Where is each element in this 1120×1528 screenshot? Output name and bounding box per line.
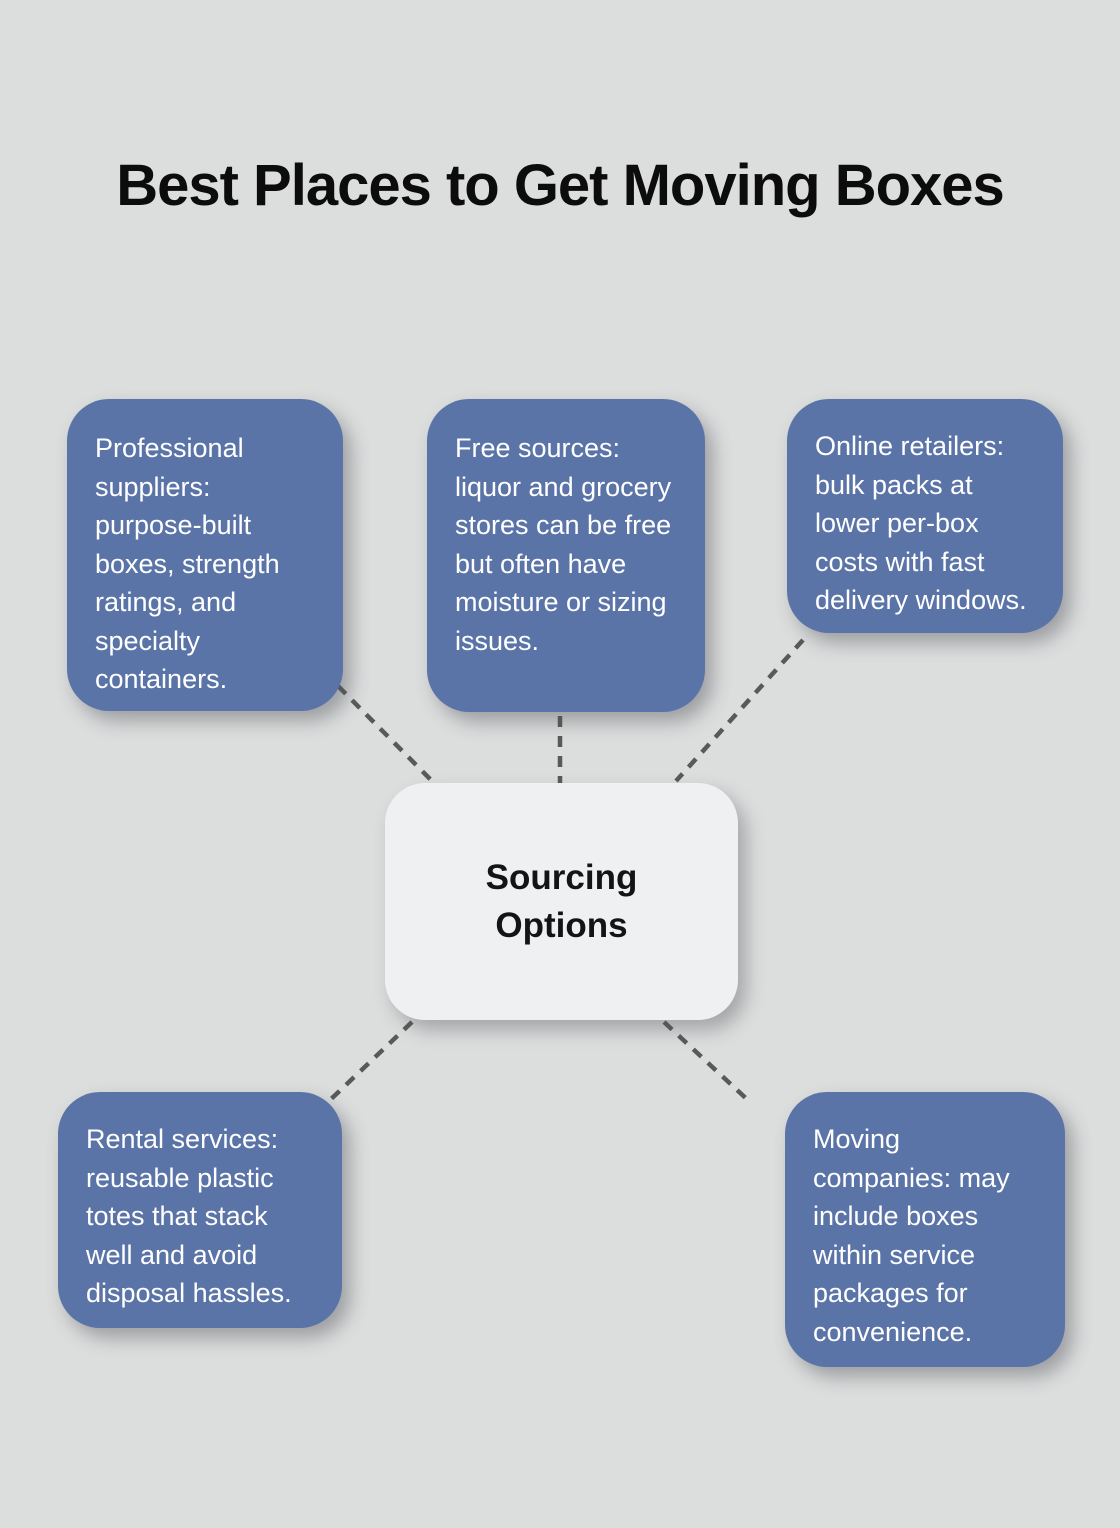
node-text: Rental services: reusable plastic totes … xyxy=(86,1124,292,1308)
node-rental-services: Rental services: reusable plastic totes … xyxy=(58,1092,342,1328)
node-professional-suppliers: Professional suppliers: purpose-built bo… xyxy=(67,399,343,711)
connector-bottom-left xyxy=(327,1020,414,1103)
center-node-sourcing-options: Sourcing Options xyxy=(385,783,738,1020)
node-text: Moving companies: may include boxes with… xyxy=(813,1124,1010,1347)
connector-bottom-right xyxy=(662,1020,753,1105)
connector-top-left xyxy=(336,684,436,785)
node-online-retailers: Online retailers: bulk packs at lower pe… xyxy=(787,399,1063,633)
node-free-sources: Free sources: liquor and grocery stores … xyxy=(427,399,705,712)
center-node-label: Sourcing Options xyxy=(485,857,638,945)
node-text: Online retailers: bulk packs at lower pe… xyxy=(815,431,1027,615)
node-text: Free sources: liquor and grocery stores … xyxy=(455,433,672,656)
page-title: Best Places to Get Moving Boxes xyxy=(116,152,1005,218)
node-text: Professional suppliers: purpose-built bo… xyxy=(95,433,280,694)
node-moving-companies: Moving companies: may include boxes with… xyxy=(785,1092,1065,1367)
